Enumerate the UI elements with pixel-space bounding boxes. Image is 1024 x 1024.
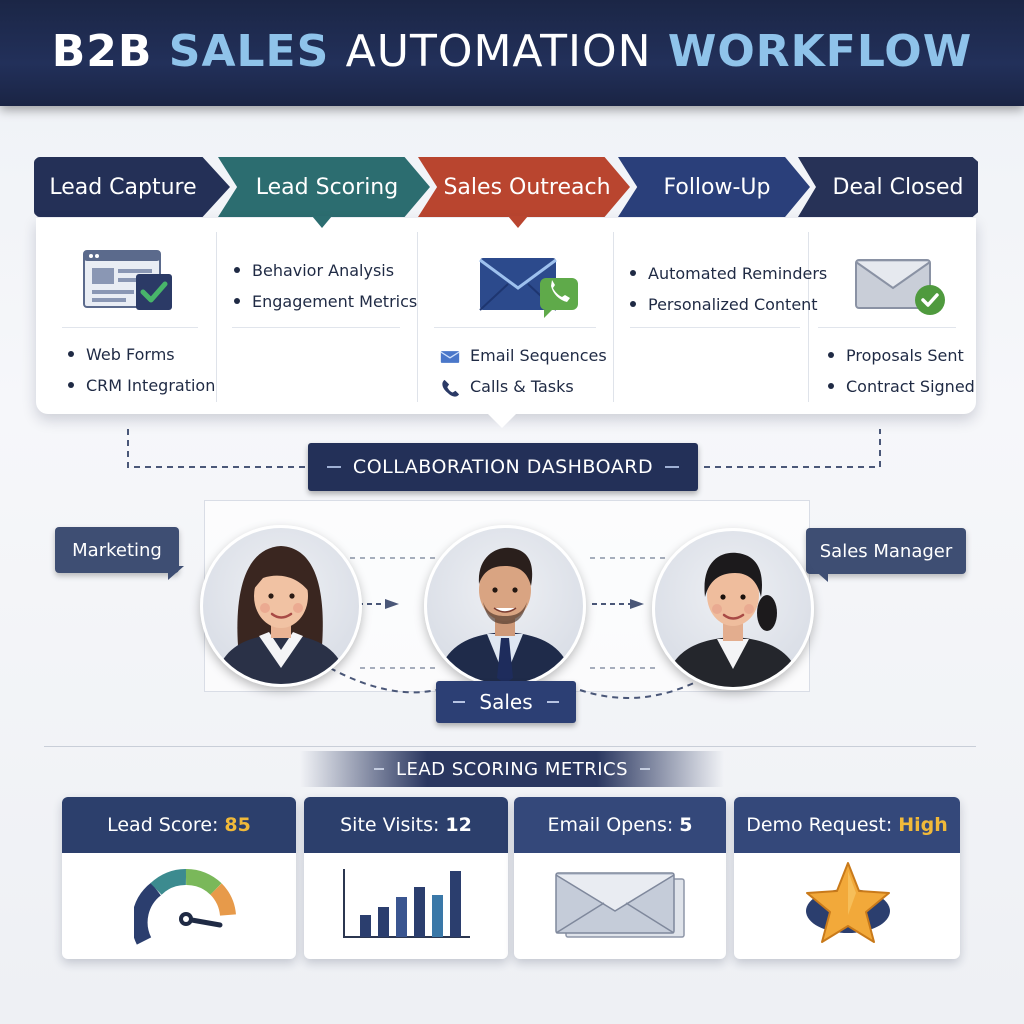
metric-card-site-visits: Site Visits: 12 — [304, 797, 508, 959]
envelope-icon — [555, 872, 685, 938]
list-item: Engagement Metrics — [234, 286, 417, 317]
collaboration-dashboard-title: COLLABORATION DASHBOARD — [308, 443, 698, 491]
title-word: WORKFLOW — [667, 26, 973, 77]
gauge-icon — [134, 869, 236, 945]
divider — [232, 327, 400, 328]
browser-form-check-icon — [83, 250, 172, 310]
list-item: Web Forms — [68, 339, 215, 370]
role-sales-manager-label: Sales Manager — [806, 528, 966, 574]
email-phone-icon — [479, 258, 578, 318]
metrics-title-band — [300, 751, 724, 787]
list-item: Behavior Analysis — [234, 255, 417, 286]
divider — [630, 327, 800, 328]
metric-card-header: Site Visits: 12 — [304, 797, 508, 853]
role-marketing-label: Marketing — [55, 527, 179, 573]
list-item: Personalized Content — [630, 289, 827, 320]
title-word: SALES — [168, 26, 330, 77]
metric-value: 85 — [224, 814, 251, 836]
divider — [62, 327, 198, 328]
marketing-avatar — [200, 525, 362, 687]
page-title: B2B SALES AUTOMATION WORKFLOW — [0, 26, 1024, 77]
panel-pointer — [488, 414, 516, 428]
title-word: AUTOMATION — [345, 26, 652, 77]
envelope-icon — [440, 350, 460, 363]
bar-chart-icon — [343, 869, 470, 938]
stage-deal-closed[interactable]: Deal Closed — [798, 157, 978, 217]
title-word: B2B — [51, 26, 153, 77]
connector-lines — [127, 429, 881, 468]
stage-pointer — [312, 216, 332, 228]
column-divider — [417, 232, 418, 402]
speech-tail — [812, 568, 828, 582]
metric-card-header: Lead Score: 85 — [62, 797, 296, 853]
stage-follow-up[interactable]: Follow-Up — [618, 157, 810, 217]
stage-details-panel — [36, 218, 976, 414]
lead-scoring-metrics-title: LEAD SCORING METRICS — [300, 751, 724, 787]
man-portrait-icon — [437, 547, 573, 684]
metric-label: Demo Request: — [746, 814, 893, 836]
divider — [818, 327, 956, 328]
speech-tail — [168, 566, 184, 580]
metric-value: 12 — [445, 814, 472, 836]
list-item: Calls & Tasks — [440, 371, 607, 402]
phone-icon — [442, 379, 460, 397]
metric-card-email-opens: Email Opens: 5 — [514, 797, 726, 959]
stage-pointer — [508, 216, 528, 228]
metric-card-header: Demo Request: High — [734, 797, 960, 853]
metric-value: 5 — [679, 814, 693, 836]
list-item: Automated Reminders — [630, 258, 827, 289]
follow-up-list: Automated Reminders Personalized Content — [630, 258, 827, 320]
metric-label: Email Opens: — [547, 814, 674, 836]
metric-value: High — [898, 814, 948, 836]
metric-label: Lead Score: — [107, 814, 219, 836]
header-banner — [0, 0, 1024, 106]
sales-outreach-list: Email Sequences Calls & Tasks — [440, 340, 607, 402]
divider — [434, 327, 596, 328]
stage-label: Deal Closed — [832, 174, 964, 200]
metric-card-lead-score: Lead Score: 85 — [62, 797, 296, 959]
stage-label: Sales Outreach — [443, 174, 611, 200]
lead-capture-list: Web Forms CRM Integration — [68, 339, 215, 401]
sales-avatar — [424, 525, 586, 687]
deal-closed-list: Proposals Sent Contract Signed — [828, 340, 975, 402]
stage-lead-scoring[interactable]: Lead Scoring — [218, 157, 430, 217]
team-flow-lines — [329, 557, 701, 699]
stage-lead-capture[interactable]: Lead Capture — [34, 157, 230, 217]
metric-card-demo-request: Demo Request: High — [734, 797, 960, 959]
woman-portrait-icon — [215, 546, 347, 684]
envelope-check-icon — [855, 259, 945, 315]
stage-label: Follow-Up — [663, 174, 771, 200]
list-item: Proposals Sent — [828, 340, 975, 371]
metric-card-header: Email Opens: 5 — [514, 797, 726, 853]
woman-portrait-icon — [665, 552, 801, 687]
section-divider — [44, 746, 976, 747]
role-sales-label: Sales — [436, 681, 576, 723]
stage-label: Lead Scoring — [255, 174, 399, 200]
stage-label: Lead Capture — [49, 174, 197, 200]
list-item: Contract Signed — [828, 371, 975, 402]
list-item: Email Sequences — [440, 340, 607, 371]
column-divider — [613, 232, 614, 402]
star-icon — [806, 862, 890, 943]
list-item: CRM Integration — [68, 370, 215, 401]
stage-sales-outreach[interactable]: Sales Outreach — [418, 157, 630, 217]
metric-label: Site Visits: — [340, 814, 440, 836]
lead-scoring-list: Behavior Analysis Engagement Metrics — [234, 255, 417, 317]
column-divider — [216, 232, 217, 402]
sales-manager-avatar — [652, 528, 814, 690]
column-divider — [808, 232, 809, 402]
